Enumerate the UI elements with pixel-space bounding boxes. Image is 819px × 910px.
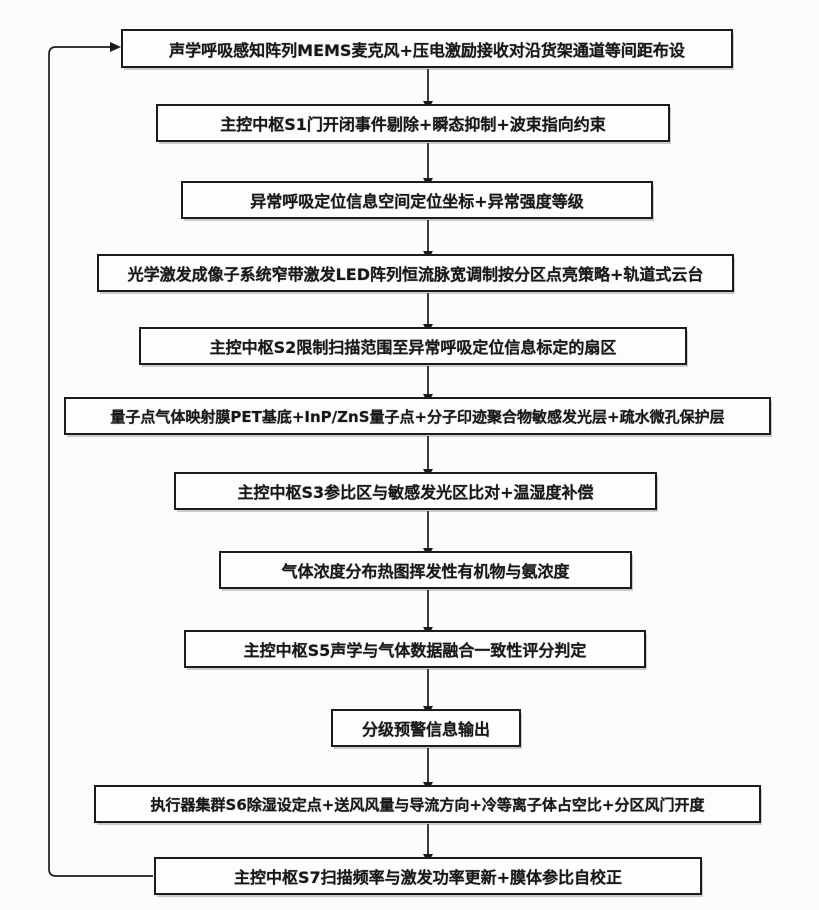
flow-node-s7-update-self-calibration: 主控中枢S7扫描频率与激发功率更新+膜体参比自校正 [154,857,702,895]
flow-node-s3-reference-comparison: 主控中枢S3参比区与敏感发光区比对+温湿度补偿 [174,472,657,510]
flow-node-label: 主控中枢S2限制扫描范围至异常呼吸定位信息标定的扇区 [209,338,617,357]
flow-node-s6-actuator-cluster: 执行器集群S6除湿设定点+送风风量与导流方向+冷等离子体占空比+分区风门开度 [94,785,761,823]
flow-node-acoustic-sensing-array: 声学呼吸感知阵列MEMS麦克风+压电激励接收对沿货架通道等间距布设 [121,29,733,68]
flow-node-abnormal-breathing-localization: 异常呼吸定位信息空间定位坐标+异常强度等级 [181,181,653,219]
flow-node-s2-scan-range-limit: 主控中枢S2限制扫描范围至异常呼吸定位信息标定的扇区 [139,327,687,365]
feedback-loop-arrow-icon [48,46,153,877]
flow-node-label: 气体浓度分布热图挥发性有机物与氨浓度 [281,562,570,581]
flow-node-label: 主控中枢S1门开闭事件剔除+瞬态抑制+波束指向约束 [220,115,606,134]
flow-node-gas-concentration-heatmap: 气体浓度分布热图挥发性有机物与氨浓度 [219,551,632,589]
flow-node-label: 主控中枢S3参比区与敏感发光区比对+温湿度补偿 [237,483,594,502]
flow-node-label: 声学呼吸感知阵列MEMS麦克风+压电激励接收对沿货架通道等间距布设 [169,40,685,60]
flow-node-graded-warning-output: 分级预警信息输出 [331,709,521,747]
flow-node-label: 执行器集群S6除湿设定点+送风风量与导流方向+冷等离子体占空比+分区风门开度 [150,795,705,814]
flow-node-label: 主控中枢S5声学与气体数据融合一致性评分判定 [243,641,587,660]
flow-node-s1-event-filtering: 主控中枢S1门开闭事件剔除+瞬态抑制+波束指向约束 [156,104,670,142]
flow-node-quantum-dot-gas-mapping-film: 量子点气体映射膜PET基底+InP/ZnS量子点+分子印迹聚合物敏感发光层+疏水… [64,397,771,435]
flow-node-label: 分级预警信息输出 [361,720,490,739]
flow-node-label: 异常呼吸定位信息空间定位坐标+异常强度等级 [250,192,584,211]
flow-node-optical-excitation-subsystem: 光学激发成像子系统窄带激发LED阵列恒流脉宽调制按分区点亮策略+轨道式云台 [97,254,734,292]
flow-node-label: 主控中枢S7扫描频率与激发功率更新+膜体参比自校正 [233,868,623,887]
flow-node-label: 光学激发成像子系统窄带激发LED阵列恒流脉宽调制按分区点亮策略+轨道式云台 [127,265,704,284]
flow-node-s5-data-fusion-scoring: 主控中枢S5声学与气体数据融合一致性评分判定 [184,630,646,668]
flow-node-label: 量子点气体映射膜PET基底+InP/ZnS量子点+分子印迹聚合物敏感发光层+疏水… [110,407,725,426]
